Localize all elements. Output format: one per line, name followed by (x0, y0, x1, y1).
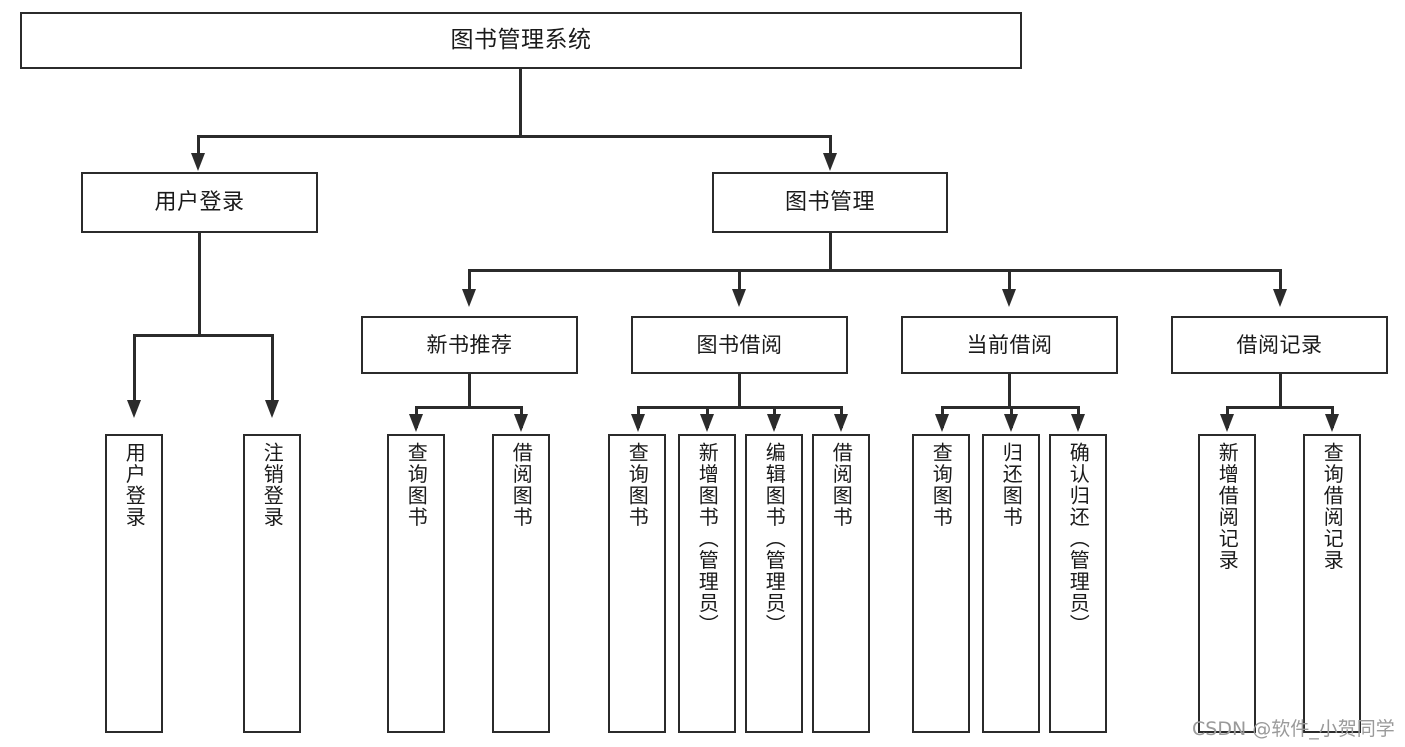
connector-new-book-stem (468, 374, 471, 408)
node-label: 新书推荐 (426, 332, 513, 357)
connector-bm-to-borrow-record (1279, 269, 1282, 295)
node-label: 编辑图书（管理员） (762, 442, 787, 636)
node-label: 借阅图书 (509, 442, 534, 528)
node-label: 当前借阅 (966, 332, 1053, 357)
connector-root-stem (519, 69, 522, 137)
arrowhead-new-book-leaf-2 (514, 414, 528, 432)
connector-bm-to-current-borrow (1008, 269, 1011, 295)
connector-user-login-bus (133, 334, 273, 337)
connector-book-mgmt-stem (829, 233, 832, 271)
connector-root-to-user-login (197, 135, 200, 159)
arrowhead-user-login-leaf-1 (127, 400, 141, 418)
arrowhead-current-borrow-leaf-1 (935, 414, 949, 432)
arrowhead-user-login (191, 153, 205, 171)
node-label: 图书管理 (784, 189, 875, 215)
leaf-borrow-record-query[interactable]: 查询借阅记录 (1303, 434, 1361, 733)
node-label: 确认归还（管理员） (1066, 442, 1091, 636)
node-label: 用户登录 (154, 189, 245, 215)
arrowhead-book-borrow-leaf-2 (700, 414, 714, 432)
node-label: 借阅图书 (829, 442, 854, 528)
connector-book-borrow-bus (637, 406, 842, 409)
leaf-current-borrow-confirm[interactable]: 确认归还（管理员） (1049, 434, 1107, 733)
node-new-book-recommend[interactable]: 新书推荐 (361, 316, 578, 374)
leaf-new-book-borrow[interactable]: 借阅图书 (492, 434, 550, 733)
arrowhead-book-borrow (732, 289, 746, 307)
arrowhead-new-book-leaf-1 (409, 414, 423, 432)
arrowhead-book-borrow-leaf-1 (631, 414, 645, 432)
leaf-current-borrow-return[interactable]: 归还图书 (982, 434, 1040, 733)
arrowhead-user-login-leaf-2 (265, 400, 279, 418)
node-label: 查询图书 (929, 442, 954, 528)
connector-borrow-record-stem (1279, 374, 1282, 408)
node-label: 用户登录 (122, 442, 147, 528)
leaf-user-login-login[interactable]: 用户登录 (105, 434, 163, 733)
leaf-book-borrow-borrow[interactable]: 借阅图书 (812, 434, 870, 733)
connector-current-borrow-stem (1008, 374, 1011, 408)
watermark-text: CSDN @软件_小贺同学 (1192, 718, 1395, 740)
node-label: 注销登录 (260, 442, 285, 528)
connector-new-book-bus (415, 406, 522, 409)
node-label: 查询图书 (625, 442, 650, 528)
leaf-book-borrow-add[interactable]: 新增图书（管理员） (678, 434, 736, 733)
node-borrow-record[interactable]: 借阅记录 (1171, 316, 1388, 374)
arrowhead-book-mgmt (823, 153, 837, 171)
leaf-borrow-record-add[interactable]: 新增借阅记录 (1198, 434, 1256, 733)
arrowhead-book-borrow-leaf-3 (767, 414, 781, 432)
connector-book-borrow-stem (738, 374, 741, 408)
connector-root-bus (197, 135, 832, 138)
arrowhead-borrow-record-leaf-1 (1220, 414, 1234, 432)
connector-user-login-leaf-2 (271, 334, 274, 406)
arrowhead-book-borrow-leaf-4 (834, 414, 848, 432)
node-label: 图书借阅 (696, 332, 783, 357)
arrowhead-current-borrow (1002, 289, 1016, 307)
node-user-login[interactable]: 用户登录 (81, 172, 318, 233)
node-book-borrow[interactable]: 图书借阅 (631, 316, 848, 374)
connector-bm-to-book-borrow (738, 269, 741, 295)
leaf-book-borrow-query[interactable]: 查询图书 (608, 434, 666, 733)
node-label: 查询借阅记录 (1320, 442, 1345, 571)
node-root-system[interactable]: 图书管理系统 (20, 12, 1022, 69)
arrowhead-borrow-record-leaf-2 (1325, 414, 1339, 432)
leaf-current-borrow-query[interactable]: 查询图书 (912, 434, 970, 733)
node-label: 新增图书（管理员） (695, 442, 720, 636)
arrowhead-current-borrow-leaf-2 (1004, 414, 1018, 432)
node-label: 查询图书 (404, 442, 429, 528)
connector-user-login-leaf-1 (133, 334, 136, 406)
arrowhead-borrow-record (1273, 289, 1287, 307)
leaf-user-login-logout[interactable]: 注销登录 (243, 434, 301, 733)
node-label: 归还图书 (999, 442, 1024, 528)
node-book-management[interactable]: 图书管理 (712, 172, 948, 233)
connector-root-to-book-mgmt (829, 135, 832, 159)
connector-current-borrow-bus (941, 406, 1078, 409)
node-label: 图书管理系统 (450, 27, 592, 54)
leaf-new-book-query[interactable]: 查询图书 (387, 434, 445, 733)
node-label: 新增借阅记录 (1215, 442, 1240, 571)
arrowhead-new-book (462, 289, 476, 307)
node-current-borrow[interactable]: 当前借阅 (901, 316, 1118, 374)
connector-user-login-stem (198, 233, 201, 336)
arrowhead-current-borrow-leaf-3 (1071, 414, 1085, 432)
node-label: 借阅记录 (1236, 332, 1323, 357)
leaf-book-borrow-edit[interactable]: 编辑图书（管理员） (745, 434, 803, 733)
connector-bm-to-new-book (468, 269, 471, 295)
connector-borrow-record-bus (1226, 406, 1333, 409)
connector-book-mgmt-bus (468, 269, 1282, 272)
